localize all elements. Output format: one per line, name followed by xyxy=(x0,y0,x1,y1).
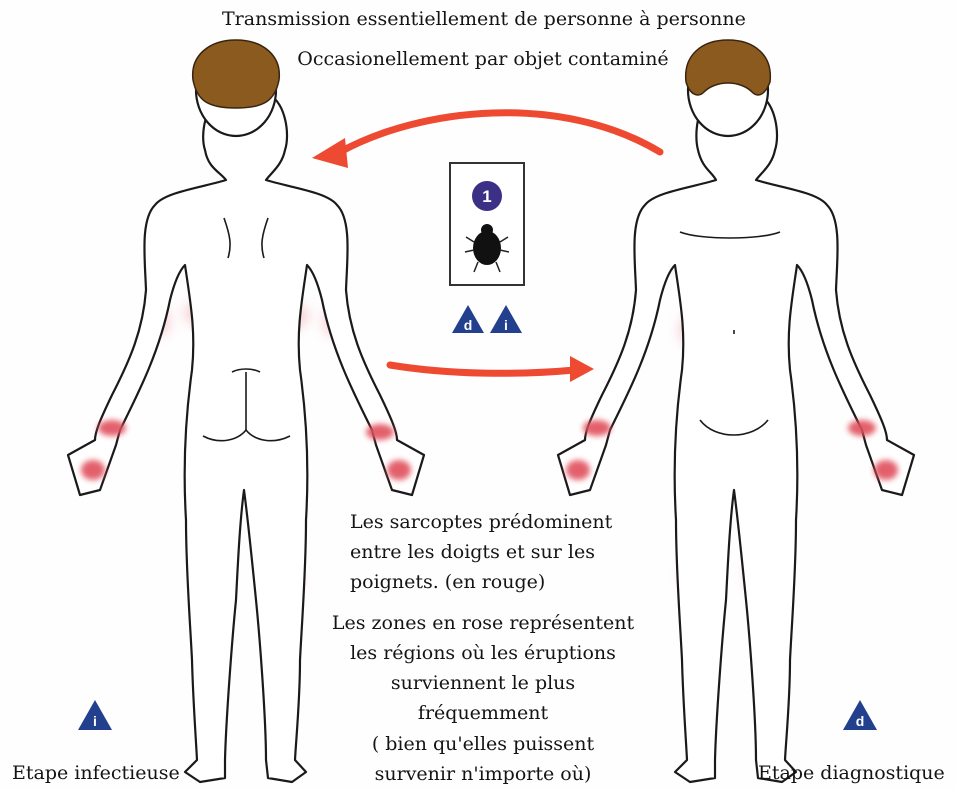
arrow-left-to-right xyxy=(390,365,575,373)
svg-text:d: d xyxy=(464,317,473,333)
right-figure-front xyxy=(558,40,914,782)
header-line-1: Transmission essentiellement de personne… xyxy=(222,8,742,30)
pink-note-5: ( bien qu'elles puissent xyxy=(318,733,648,755)
mites-note-1: Les sarcoptes prédominent xyxy=(350,511,612,533)
pink-note-2: les régions où les éruptions xyxy=(318,642,648,664)
pink-note-4: fréquemment xyxy=(318,702,648,724)
left-hair xyxy=(193,40,280,108)
header-line-2: Occasionellement par objet contaminé xyxy=(288,48,678,70)
left-stage-marker: i xyxy=(78,700,112,730)
arrowhead-left xyxy=(312,138,348,168)
svg-text:i: i xyxy=(93,713,97,729)
right-stage-marker: d xyxy=(843,700,877,730)
stage-number: 1 xyxy=(482,187,491,206)
stage-label-diagnostic: Etape diagnostique xyxy=(758,762,945,784)
svg-text:d: d xyxy=(856,713,865,729)
mites-note-3: poignets. (en rouge) xyxy=(350,571,545,593)
stage-label-infectious: Etape infectieuse xyxy=(12,762,180,784)
left-figure-back xyxy=(68,40,424,782)
center-panel: 1 d i xyxy=(450,163,524,333)
triangle-marker-d: d xyxy=(452,305,484,333)
arrow-right-to-left xyxy=(340,113,660,152)
pink-note-1: Les zones en rose représentent xyxy=(318,612,648,634)
pink-note-6: survenir n'importe où) xyxy=(318,763,648,785)
mites-note-2: entre les doigts et sur les xyxy=(350,541,595,563)
pink-note-3: surviennent le plus xyxy=(318,672,648,694)
svg-text:i: i xyxy=(504,317,508,333)
triangle-marker-i: i xyxy=(490,305,522,333)
arrowhead-right xyxy=(570,356,594,382)
